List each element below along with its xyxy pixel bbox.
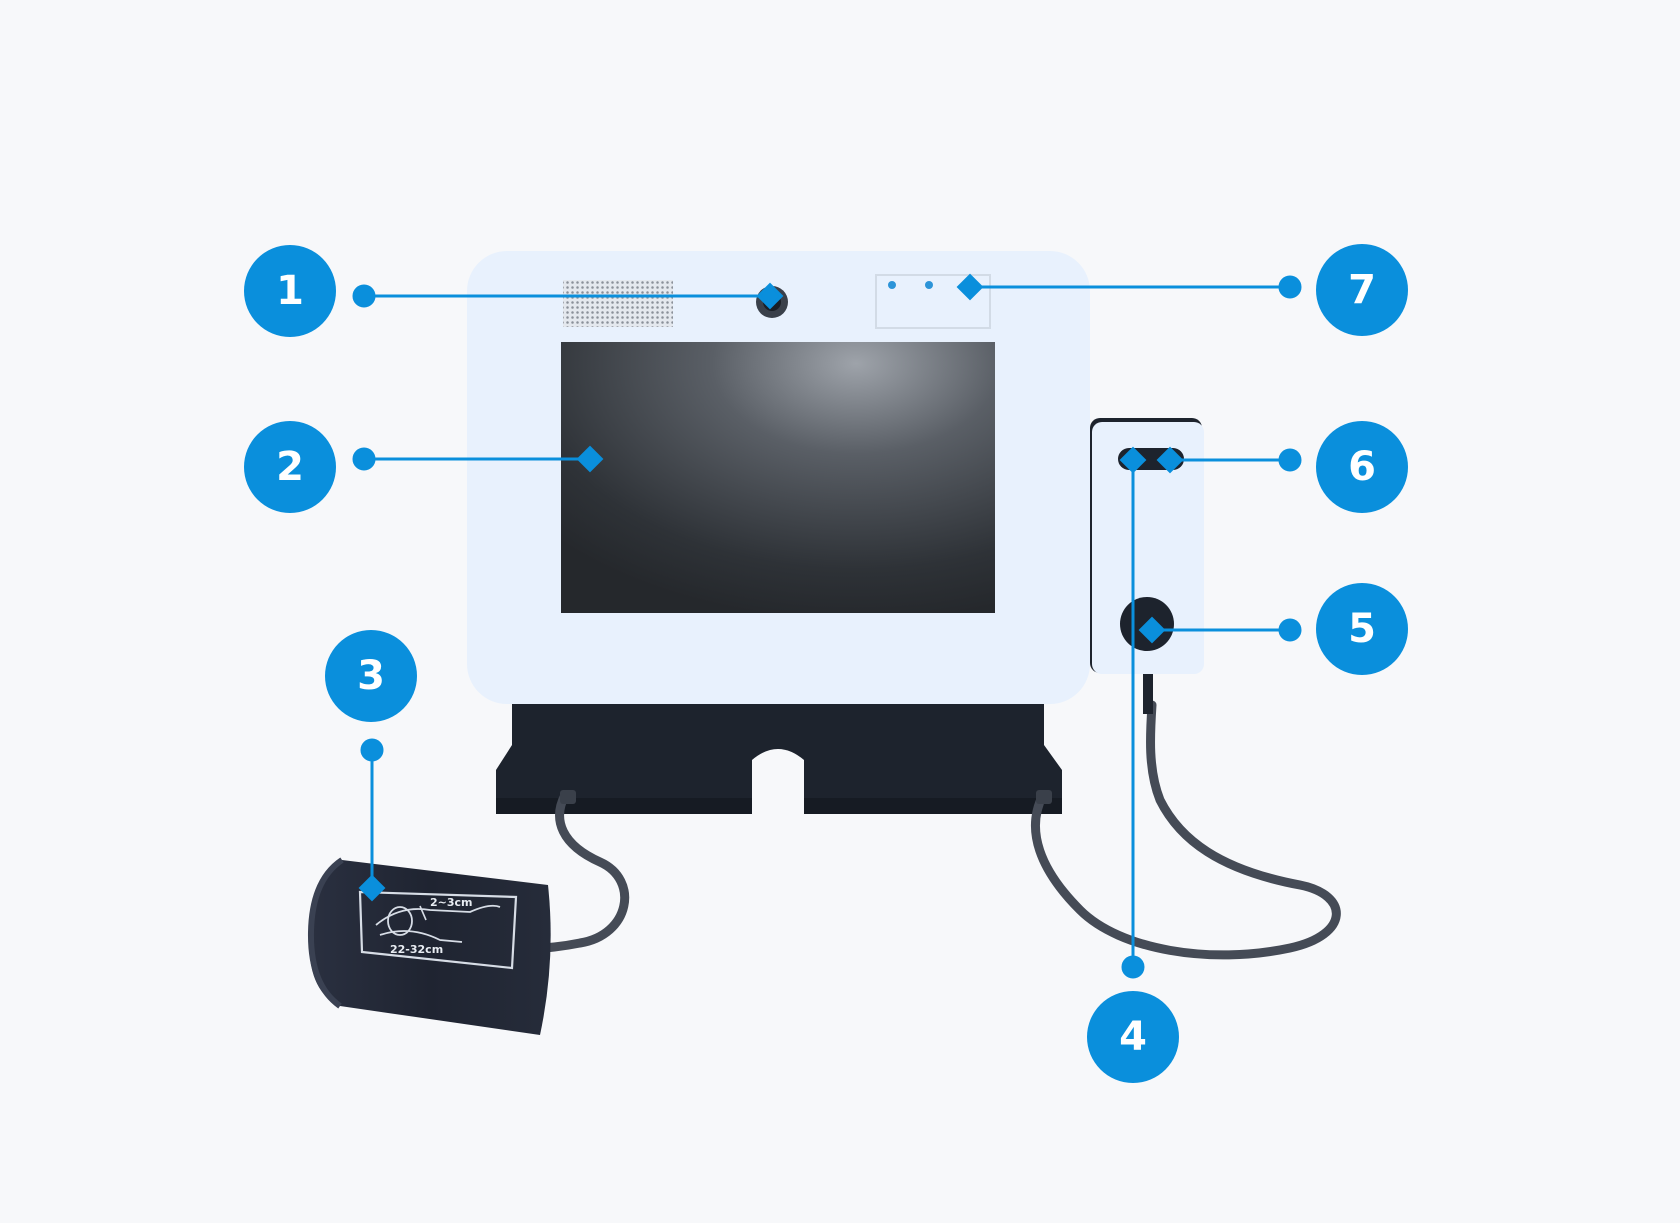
sensor-window [875,274,991,329]
device-body [467,251,1090,704]
leader-4 [1119,446,1147,979]
leader-6 [1156,446,1302,474]
base-notch [752,749,804,798]
callout-marker-5: 5 [1316,583,1408,675]
marker-number: 2 [276,444,304,490]
marker-number: 1 [276,268,304,314]
leader-3 [358,738,386,902]
marker-number: 3 [357,653,385,699]
callout-marker-7: 7 [1316,244,1408,336]
marker-number: 7 [1348,267,1376,313]
callout-marker-1: 1 [244,245,336,337]
leader-7 [956,273,1302,301]
callout-marker-2: 2 [244,421,336,513]
sensor-led-a [888,281,896,289]
callout-markers: 1 2 3 4 5 6 7 [244,244,1408,1083]
side-module [1090,418,1204,714]
callout-leaders [352,273,1302,979]
marker-number: 6 [1348,444,1376,490]
leader-1 [352,282,784,310]
callout-marker-4: 4 [1087,991,1179,1083]
leader-5 [1138,616,1302,644]
marker-number: 4 [1119,1014,1147,1060]
speaker-grill [563,280,673,327]
device-base [496,690,1062,814]
cuff-gap-label: 2~3cm [430,896,473,909]
display-screen [561,342,995,613]
callout-marker-6: 6 [1316,421,1408,513]
marker-number: 5 [1348,606,1376,652]
callout-marker-3: 3 [325,630,417,722]
cuff-size-label: 22-32cm [390,943,443,956]
sensor-led-b [925,281,933,289]
cables [535,700,1341,960]
blood-pressure-cuff: 2~3cm 22-32cm [307,857,551,1035]
leader-2 [352,445,604,473]
